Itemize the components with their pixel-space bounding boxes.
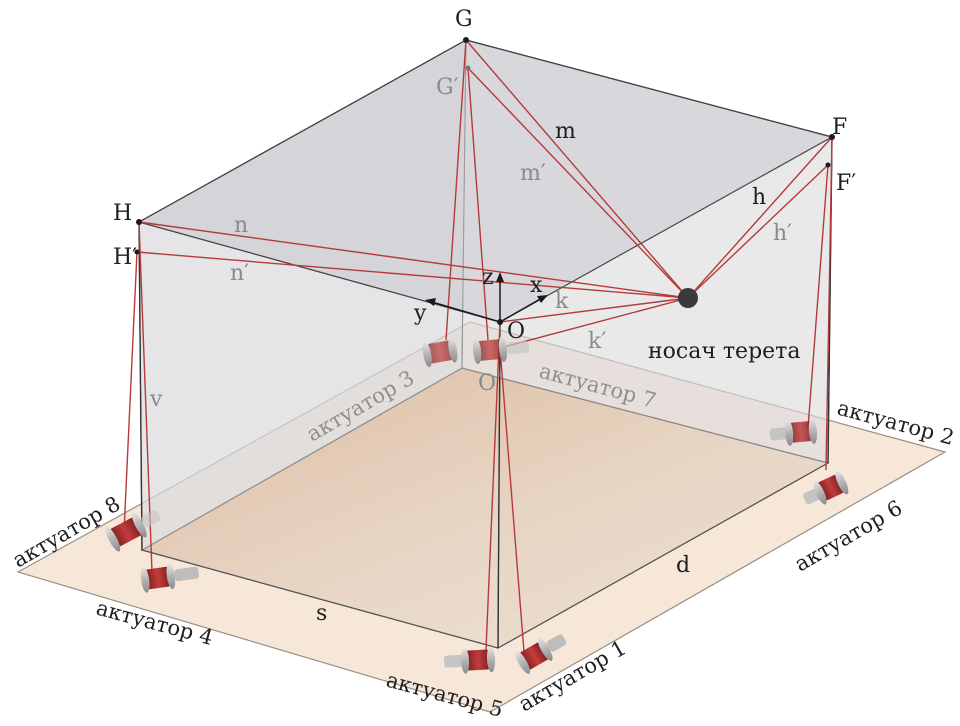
label-cable-v: v <box>149 387 163 412</box>
edge-front-vertical <box>497 321 501 649</box>
actuator-8-spool <box>105 510 161 552</box>
cable-m <box>465 39 689 299</box>
label-h-prime: H′ <box>113 245 137 270</box>
payload-carrier <box>678 288 698 308</box>
cables <box>123 39 833 653</box>
cable-g-down-1 <box>445 39 467 341</box>
label-cable-m-prime: m′ <box>520 161 546 186</box>
actuator-1-spool <box>515 634 567 674</box>
cable-f-down-1 <box>825 136 833 471</box>
label-cable-k: k <box>555 289 569 314</box>
label-cable-n-prime: n′ <box>230 261 249 286</box>
label-o: O <box>507 319 525 344</box>
cable-n <box>138 221 689 299</box>
label-axis-z: z <box>482 265 494 290</box>
label-cable-m: m <box>555 119 576 144</box>
cable-n-prime <box>136 251 689 299</box>
actuator-2-spool <box>769 417 818 446</box>
label-axis-y: y <box>413 301 427 326</box>
label-dimension-d: d <box>676 553 690 578</box>
cable-o-down-2 <box>499 347 525 653</box>
cable-k <box>499 297 689 323</box>
edge-top-hg <box>138 39 467 223</box>
actuator-5-spool <box>443 646 496 674</box>
actuator-4-spool <box>140 563 200 593</box>
cable-g-down-2 <box>467 67 489 341</box>
label-f: F <box>832 115 847 140</box>
label-cable-h: h <box>752 185 766 210</box>
label-payload: носач терета <box>648 339 800 364</box>
point-f-prime <box>825 162 831 168</box>
label-g-prime: G′ <box>436 75 459 100</box>
cable-o-down-1 <box>485 321 501 651</box>
axis-x-arrow <box>537 295 548 303</box>
edge-left-vertical <box>138 221 143 551</box>
edge-top-fo <box>499 136 833 323</box>
label-h: H <box>113 201 132 226</box>
point-g-prime <box>465 65 471 71</box>
cable-f-down-2 <box>807 164 829 429</box>
edge-top-gf <box>465 39 833 138</box>
label-cable-k-prime: k′ <box>588 329 606 354</box>
coordinate-axes <box>425 272 548 323</box>
cable-k-prime <box>499 297 689 349</box>
cable-m-prime <box>467 67 689 299</box>
label-dimension-s: s <box>316 601 327 626</box>
axis-y-arrow <box>425 298 436 306</box>
label-cable-n: n <box>234 213 248 238</box>
label-g: G <box>455 7 473 32</box>
actuator-7-spool <box>472 335 530 365</box>
axis-z-arrow <box>496 272 504 282</box>
point-g <box>463 37 469 43</box>
edge-top-diagonal <box>138 221 501 323</box>
cable-h <box>687 136 833 299</box>
label-f-prime: F′ <box>836 171 856 196</box>
point-f <box>829 134 835 140</box>
actuator-3-spool <box>422 336 458 368</box>
cable-h-down-2 <box>123 251 138 533</box>
label-cable-h-prime: h′ <box>773 221 792 246</box>
axis-x-line <box>499 297 543 323</box>
actuator-6-spool <box>803 470 849 505</box>
point-h-prime <box>134 249 140 255</box>
point-h <box>136 219 142 225</box>
axis-y-line <box>431 301 501 323</box>
label-o-prime: O′ <box>478 371 501 396</box>
cable-h-prime <box>687 164 829 299</box>
label-axis-x: x <box>530 273 543 298</box>
